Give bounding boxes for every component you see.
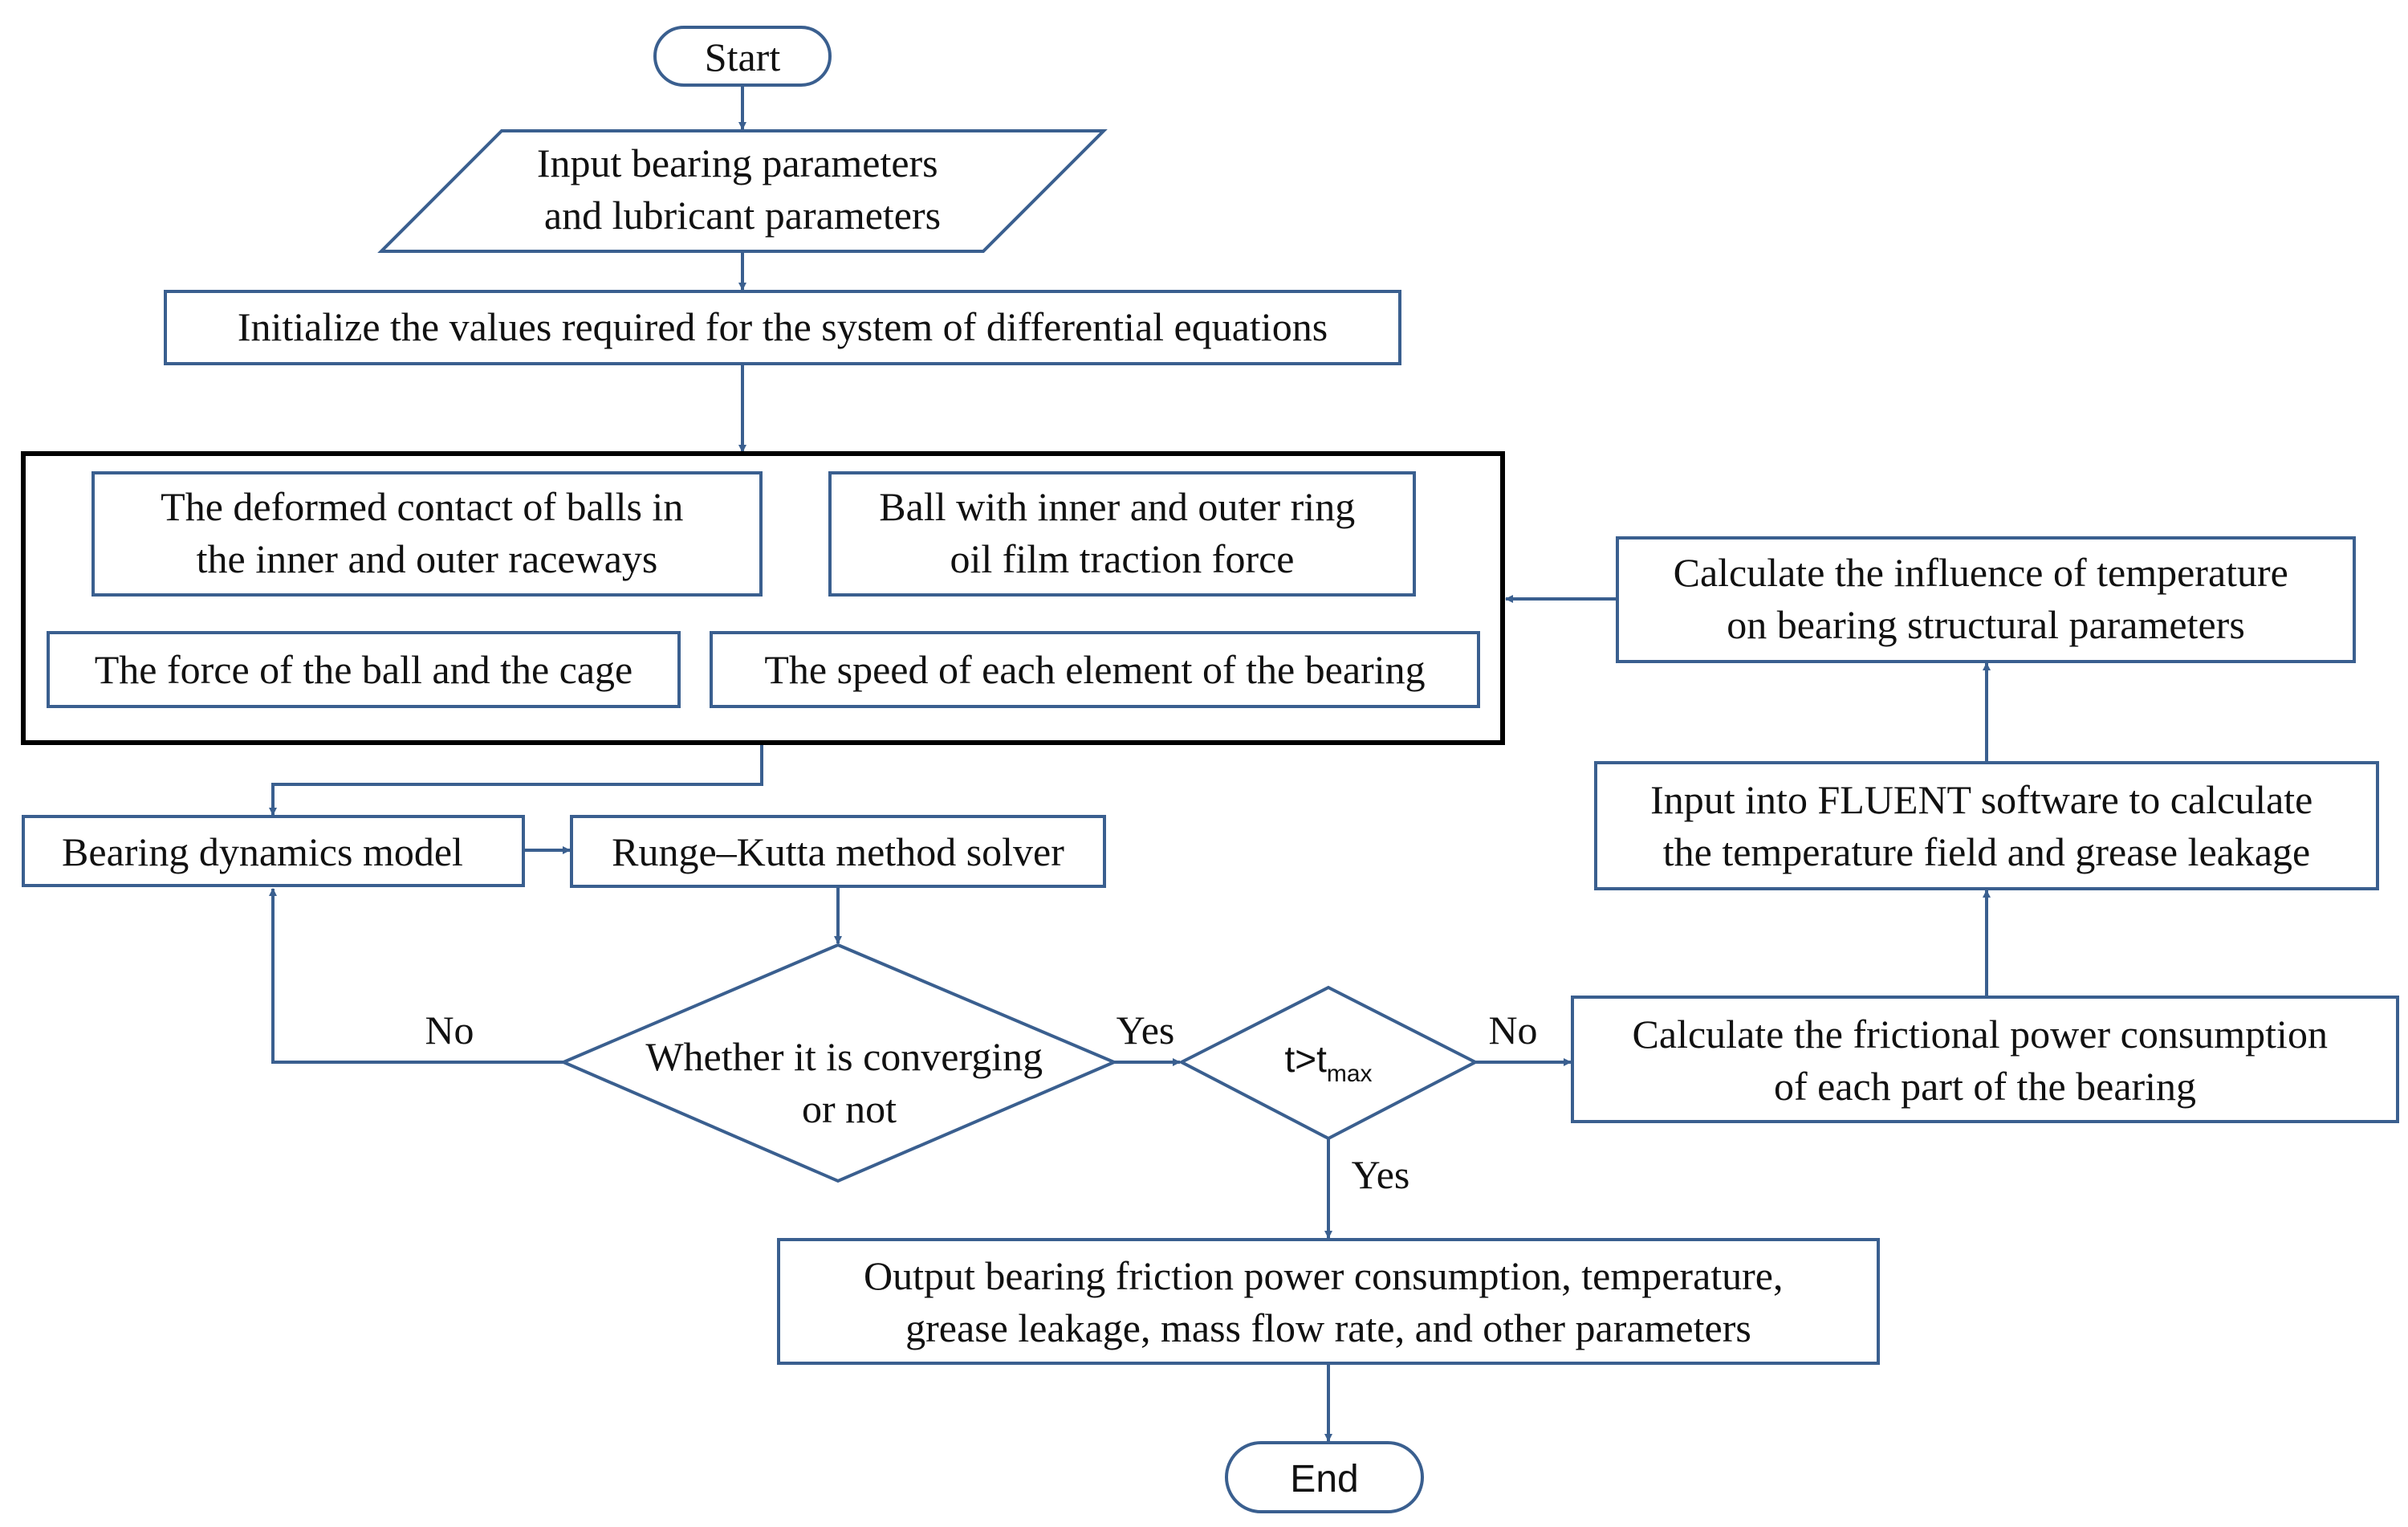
fluent-line-1: Input into FLUENT software to calculate <box>1650 777 2312 822</box>
dynamics-model-text: Bearing dynamics model <box>62 829 463 874</box>
deformed-contact-text: The deformed contact of balls in the inn… <box>161 484 694 581</box>
traction-force-node: Ball with inner and outer ring oil film … <box>828 471 1416 597</box>
temperature-influence-node: Calculate the influence of temperature o… <box>1616 536 2356 663</box>
temperature-influence-line-2: on bearing structural parameters <box>1727 602 2245 647</box>
start-label: Start <box>705 35 781 79</box>
fluent-line-2: the temperature field and grease leakage <box>1663 829 2311 874</box>
fluent-calculation-node: Input into FLUENT software to calculate … <box>1594 761 2379 890</box>
fluent-calculation-text: Input into FLUENT software to calculate … <box>1650 777 2323 874</box>
output-parameters-node: Output bearing friction power consumptio… <box>777 1238 1880 1365</box>
end-label: End <box>1290 1458 1358 1501</box>
converging-line-2: or not <box>802 1086 897 1131</box>
dynamics-model-node: Bearing dynamics model <box>22 815 525 887</box>
element-speed-text: The speed of each element of the bearing <box>764 647 1425 692</box>
output-line-2: grease leakage, mass flow rate, and othe… <box>905 1305 1751 1350</box>
input-parameters-node: Input bearing parameters and lubricant p… <box>377 129 1108 253</box>
temperature-influence-line-1: Calculate the influence of temperature <box>1674 550 2288 595</box>
time-check-text: t>tmax <box>1284 1038 1372 1087</box>
output-line-1: Output bearing friction power consumptio… <box>864 1253 1784 1298</box>
force-calculation-frame <box>21 451 1505 745</box>
friction-power-node: Calculate the frictional power consumpti… <box>1571 996 2399 1123</box>
traction-force-line-1: Ball with inner and outer ring <box>879 484 1355 529</box>
arrow-frame-to-dynamics-model <box>269 743 763 816</box>
input-parameters-line-1: Input bearing parameters <box>537 140 938 185</box>
initialize-values-text: Initialize the values required for the s… <box>238 304 1328 349</box>
connectors <box>269 85 1991 1442</box>
converging-no-label: No <box>425 1008 474 1053</box>
rk-solver-node: Runge–Kutta method solver <box>570 815 1106 888</box>
time-check-base: t>t <box>1284 1038 1327 1080</box>
deformed-contact-line-1: The deformed contact of balls in <box>161 484 683 529</box>
rk-solver-text: Runge–Kutta method solver <box>612 829 1064 874</box>
converging-line-1: Whether it is converging <box>645 1034 1043 1079</box>
ball-cage-force-node: The force of the ball and the cage <box>47 631 681 708</box>
time-check-subscript: max <box>1327 1061 1373 1087</box>
element-speed-node: The speed of each element of the bearing <box>710 631 1480 708</box>
time-check-yes-label: Yes <box>1352 1152 1410 1197</box>
time-check-decision: t>tmax <box>1178 985 1479 1141</box>
converging-text: Whether it is converging or not <box>645 1034 1052 1131</box>
time-check-no-label: No <box>1488 1008 1537 1053</box>
output-parameters-text: Output bearing friction power consumptio… <box>864 1253 1793 1350</box>
temperature-influence-text: Calculate the influence of temperature o… <box>1674 550 2299 647</box>
input-parameters-text: Input bearing parameters and lubricant p… <box>537 140 948 238</box>
deformed-contact-node: The deformed contact of balls in the inn… <box>92 471 763 597</box>
converging-yes-label: Yes <box>1117 1008 1175 1053</box>
converging-decision: Whether it is converging or not <box>559 943 1119 1183</box>
arrow-converging-no-to-dynamics <box>269 888 563 1064</box>
input-parameters-line-2: and lubricant parameters <box>544 193 941 238</box>
friction-power-text: Calculate the frictional power consumpti… <box>1633 1012 2338 1109</box>
friction-power-line-1: Calculate the frictional power consumpti… <box>1633 1012 2328 1057</box>
deformed-contact-line-2: the inner and outer raceways <box>197 536 658 581</box>
start-terminal: Start <box>653 26 832 87</box>
traction-force-text: Ball with inner and outer ring oil film … <box>879 484 1365 581</box>
ball-cage-force-text: The force of the ball and the cage <box>95 647 633 692</box>
friction-power-line-2: of each part of the bearing <box>1774 1064 2196 1109</box>
end-terminal: End <box>1225 1441 1424 1513</box>
traction-force-line-2: oil film traction force <box>950 536 1294 581</box>
initialize-values-node: Initialize the values required for the s… <box>164 290 1401 365</box>
